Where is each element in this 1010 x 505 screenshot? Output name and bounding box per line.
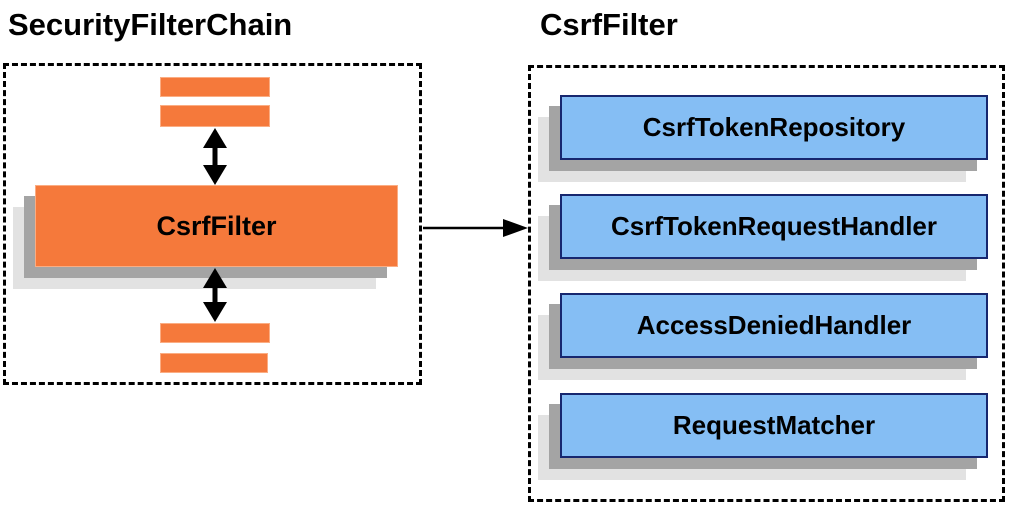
component-label: AccessDeniedHandler — [636, 310, 912, 340]
component-label: CsrfTokenRepository — [642, 112, 906, 142]
component-access-denied-handler: AccessDeniedHandler — [560, 293, 988, 358]
left-panel-title: SecurityFilterChain — [8, 7, 293, 42]
csrf-filter-panel — [528, 65, 1005, 502]
component-csrf-token-repository: CsrfTokenRepository — [560, 95, 988, 160]
component-csrf-token-request-handler: CsrfTokenRequestHandler — [560, 194, 988, 259]
security-filter-chain-panel — [3, 63, 422, 385]
delegation-arrow — [423, 219, 528, 237]
csrf-filter-node-label: CsrfFilter — [156, 210, 277, 241]
filter-placeholder-bar — [160, 77, 270, 97]
right-panel-title: CsrfFilter — [540, 7, 678, 42]
component-label: CsrfTokenRequestHandler — [610, 211, 938, 241]
csrf-filter-node: CsrfFilter — [35, 185, 398, 267]
component-label: RequestMatcher — [672, 410, 876, 440]
component-request-matcher: RequestMatcher — [560, 393, 988, 458]
filter-placeholder-bar — [160, 353, 268, 373]
filter-placeholder-bar — [160, 323, 270, 343]
filter-placeholder-bar — [160, 105, 270, 127]
